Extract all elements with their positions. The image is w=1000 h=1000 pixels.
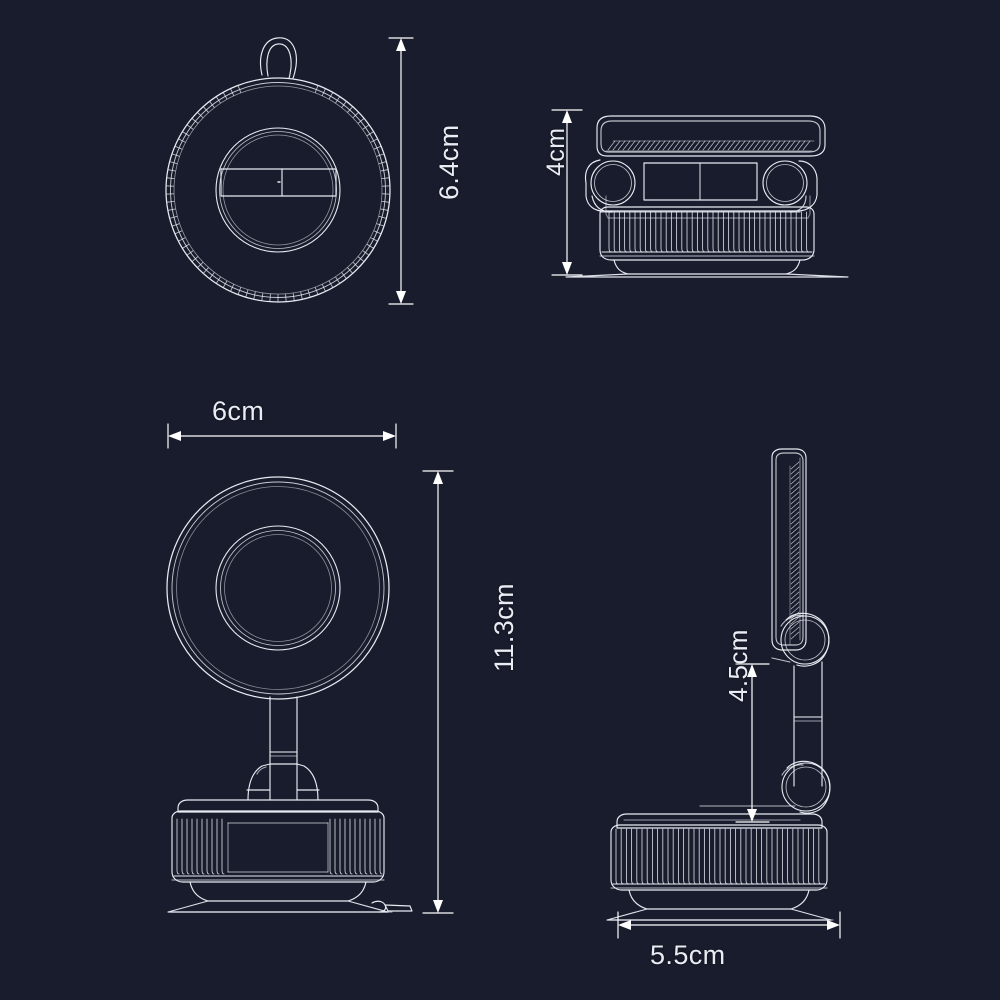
dim-line-5-5cm	[617, 911, 841, 939]
knurled-bezel-teeth	[166, 85, 390, 302]
dimension-label-ring-width: 6cm	[212, 396, 265, 426]
release-tab-icon	[371, 900, 413, 913]
dim-line-4-5cm	[735, 663, 770, 823]
dimension-label-total-height: 11.3cm	[489, 583, 519, 672]
view-front-ring	[165, 37, 391, 303]
base-ribs-front	[176, 818, 383, 875]
dimension-label-folded-height: 4cm	[542, 127, 570, 176]
view-folded-side	[565, 115, 849, 278]
hanging-loop-icon	[259, 37, 297, 79]
view-side-upright	[606, 448, 834, 921]
dimension-label-base-width: 5.5cm	[650, 940, 726, 970]
dim-line-11-3cm	[422, 470, 454, 914]
dimension-label-ring-diameter: 6.4cm	[434, 124, 464, 200]
view-front-assembled	[166, 476, 413, 913]
dimension-label-arm-height: 4.5cm	[723, 629, 753, 702]
dim-line-4cm	[551, 109, 583, 276]
base-ribs-side	[615, 828, 822, 885]
dim-line-6-4cm	[388, 37, 414, 305]
plate-hatching	[605, 140, 815, 152]
dim-line-6cm	[167, 423, 397, 449]
